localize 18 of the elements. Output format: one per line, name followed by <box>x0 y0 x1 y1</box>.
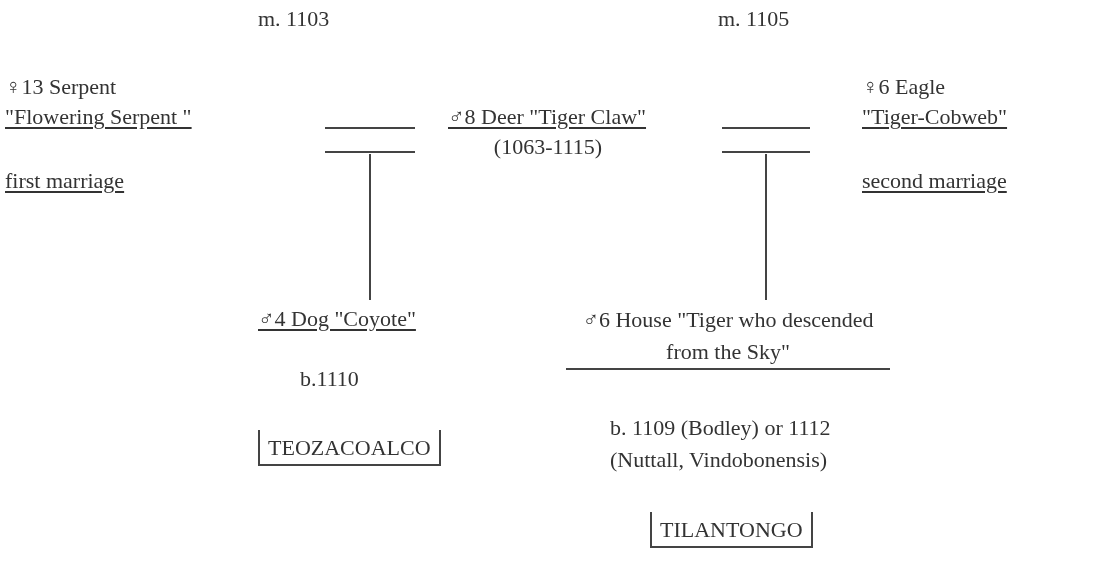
descent-line <box>765 153 767 301</box>
person-name: ♂8 Deer "Tiger Claw" <box>448 103 646 131</box>
person-epithet: "Flowering Serpent " <box>5 103 192 131</box>
place-name-box: TILANTONGO <box>650 512 813 548</box>
place-name-box: TEOZACOALCO <box>258 430 441 466</box>
birth-date: b. 1109 (Bodley) or 1112 (Nuttall, Vindobonensis) <box>610 414 832 474</box>
birth-date: b.1110 <box>300 366 359 392</box>
descent-line <box>369 153 371 301</box>
person-name: ♂4 Dog "Coyote" <box>258 305 416 333</box>
person-name: ♀13 Serpent <box>5 73 117 101</box>
person-name: ♀6 Eagle <box>862 73 946 101</box>
life-dates: (1063-1115) <box>493 133 603 161</box>
person-epithet: "Tiger-Cobweb" <box>862 103 1008 131</box>
marriage-date: m. 1103 <box>258 6 330 32</box>
marriage-note: first marriage <box>5 168 125 194</box>
person-name: ♂6 House "Tiger who descended from the Sky" <box>566 304 890 370</box>
marriage-note: second marriage <box>862 168 1007 194</box>
marriage-date: m. 1105 <box>718 6 790 32</box>
